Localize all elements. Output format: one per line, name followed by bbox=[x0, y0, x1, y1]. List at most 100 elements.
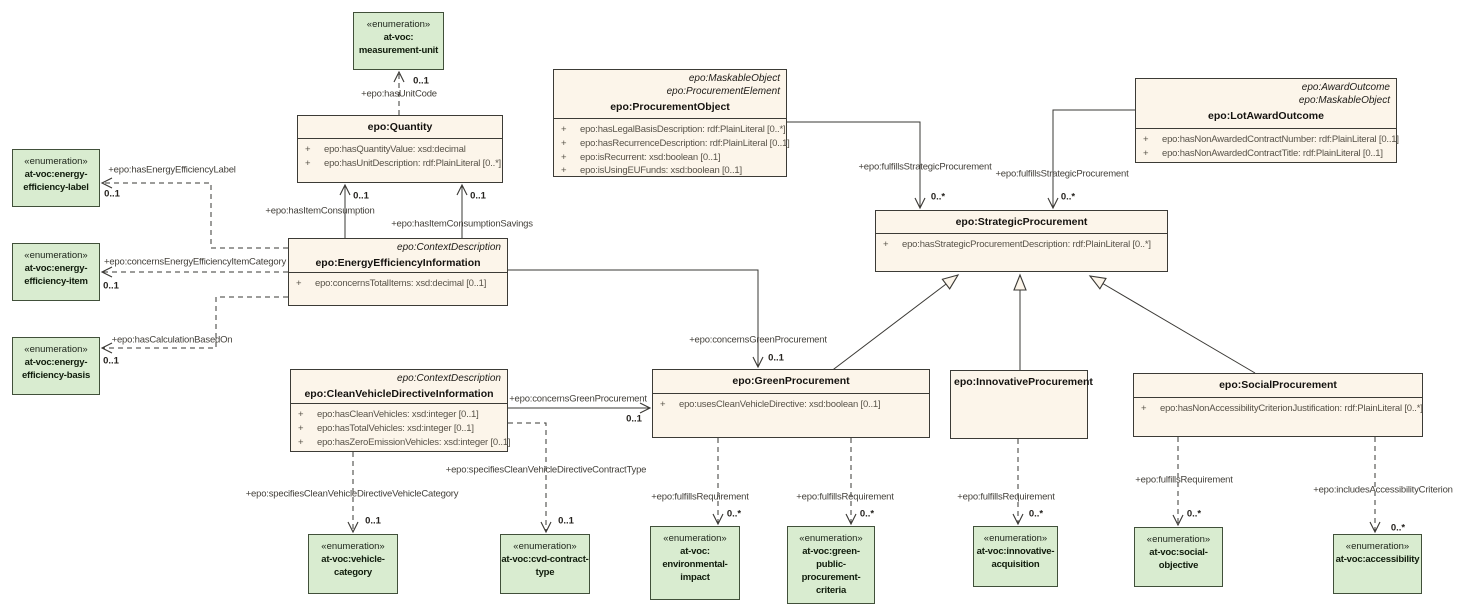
class-stereotype: epo:MaskableObject bbox=[1298, 95, 1390, 106]
multiplicity-label: 0..1 bbox=[103, 280, 119, 292]
enum-name-line: procurement- bbox=[801, 572, 861, 583]
class-attribute: + epo:usesCleanVehicleDirective: xsd:bool… bbox=[660, 398, 927, 412]
connector-generalization-green[interactable] bbox=[829, 274, 960, 373]
class-title: epo:ProcurementObject bbox=[610, 101, 730, 113]
attribute-text: epo:hasNonAwardedContractNumber: rdf:Pla… bbox=[1162, 134, 1399, 145]
visibility-public-marker: + bbox=[660, 399, 666, 410]
enum-energy-efficiency-label[interactable]: «enumeration»at-voc:energy-efficiency-la… bbox=[12, 149, 100, 207]
multiplicity-label: 0..1 bbox=[626, 413, 642, 425]
visibility-public-marker: + bbox=[561, 151, 567, 163]
enum-cvd-contract-type[interactable]: «enumeration» at-voc:cvd-contract-type bbox=[500, 534, 590, 594]
class-social-procurement[interactable]: epo:SocialProcurement+epo:hasNonAccessib… bbox=[1133, 373, 1423, 437]
enum-name-line: at-voc:social- bbox=[1149, 547, 1208, 558]
connector-fulfills-strategic-procurement-2[interactable] bbox=[1047, 109, 1135, 210]
enum-stereotype: «enumeration» bbox=[1345, 541, 1410, 552]
enum-green-public-procurement-criteria[interactable]: «enumeration»at-voc:green-public-procure… bbox=[787, 526, 875, 604]
class-stereotype: epo:ContextDescription bbox=[397, 373, 501, 384]
multiplicity-label: 0..* bbox=[1028, 508, 1044, 520]
enum-name-line: type bbox=[535, 567, 555, 578]
multiplicity-label: 0..1 bbox=[768, 352, 784, 364]
enum-measurement-unit[interactable]: «enumeration»at-voc:measurement-unit bbox=[353, 12, 444, 70]
multiplicity-label: 0..1 bbox=[470, 190, 486, 202]
multiplicity-label: 0..1 bbox=[365, 515, 381, 527]
class-strategic-procurement[interactable]: epo:StrategicProcurement + epo:hasStrategi… bbox=[875, 210, 1168, 272]
class-title: epo:StrategicProcurement bbox=[955, 216, 1088, 228]
connector-label: +epo:hasEnergyEfficiencyLabel bbox=[108, 164, 236, 176]
attribute-text: epo:hasLegalBasisDescription: rdf:PlainL… bbox=[580, 124, 786, 135]
attribute-text: epo:hasZeroEmissionVehicles: xsd:integer… bbox=[317, 436, 511, 448]
class-title: epo:GreenProcurement bbox=[732, 375, 850, 387]
enum-name-line: at-voc:cvd-contract- bbox=[501, 554, 589, 565]
enum-social-objective[interactable]: «enumeration»at-voc:social-objective bbox=[1134, 527, 1223, 587]
enum-energy-efficiency-item[interactable]: «enumeration»at-voc:energy-efficiency-it… bbox=[12, 243, 100, 301]
attribute-text: epo:usesCleanVehicleDirective: xsd:boole… bbox=[679, 399, 881, 410]
attribute-text: epo:hasNonAccessibilityCriterionJustific… bbox=[1160, 403, 1423, 414]
enum-name-line: at-voc: bbox=[383, 32, 414, 43]
enum-name-line: at-voc: bbox=[680, 546, 710, 557]
visibility-public-marker: + bbox=[298, 409, 304, 420]
enum-stereotype: «enumeration» bbox=[513, 541, 577, 552]
class-green-procurement[interactable]: epo:GreenProcurement + epo:usesCleanVehicl… bbox=[652, 369, 930, 438]
enum-innovative-acquisition[interactable]: «enumeration»at-voc:innovative-acquisiti… bbox=[973, 526, 1058, 587]
connector-generalization-social[interactable] bbox=[1088, 275, 1256, 374]
connector-label: +epo:fulfillsRequirement bbox=[1135, 474, 1233, 486]
attribute-text: epo:hasStrategicProcurementDescription: … bbox=[902, 239, 1151, 250]
visibility-public-marker: + bbox=[305, 157, 311, 169]
class-attribute: +epo:hasCleanVehicles: xsd:integer [0..1… bbox=[298, 408, 505, 422]
multiplicity-label: 0..* bbox=[1390, 522, 1406, 534]
class-stereotype: epo:ProcurementElement bbox=[666, 86, 780, 97]
enum-name-line: criteria bbox=[815, 585, 847, 596]
class-attribute: +epo:concernsTotalItems: xsd:decimal [0.… bbox=[296, 277, 505, 291]
multiplicity-label: 0..1 bbox=[413, 75, 429, 87]
class-attribute: +epo:hasRecurrenceDescription: rdf:Plain… bbox=[561, 137, 790, 151]
enum-accessibility[interactable]: «enumeration» at-voc:accessibility bbox=[1333, 534, 1422, 594]
attribute-text: epo:hasNonAwardedContractTitle: rdf:Plai… bbox=[1162, 147, 1383, 159]
connector-label: +epo:fulfillsRequirement bbox=[957, 491, 1055, 503]
enum-name-line: at-voc:accessibility bbox=[1335, 554, 1420, 565]
enum-name-line: at-voc:energy- bbox=[24, 357, 88, 368]
class-title: epo:Quantity bbox=[367, 121, 433, 133]
enum-energy-efficiency-basis[interactable]: «enumeration»at-voc:energy-efficiency-ba… bbox=[12, 337, 100, 395]
class-attribute: +epo:isUsingEUFunds: xsd:boolean [0..1] bbox=[561, 164, 784, 178]
connector-concerns-green-procurement-1[interactable] bbox=[508, 269, 764, 369]
multiplicity-label: 0..* bbox=[859, 508, 875, 520]
enum-name-line: category bbox=[333, 567, 372, 578]
enum-stereotype: «enumeration» bbox=[321, 541, 385, 552]
class-innovative-procurement[interactable]: epo:InnovativeProcurement bbox=[950, 370, 1093, 439]
visibility-public-marker: + bbox=[883, 239, 889, 250]
visibility-public-marker: + bbox=[1143, 134, 1149, 145]
class-quantity[interactable]: epo:Quantity +epo:hasQuantityValue: xsd:d… bbox=[297, 115, 503, 183]
multiplicity-label: 0..1 bbox=[103, 355, 119, 367]
class-attributes: +epo:hasCleanVehicles: xsd:integer [0..1… bbox=[291, 404, 511, 450]
enum-vehicle-category[interactable]: «enumeration»at-voc:vehicle-category bbox=[308, 534, 398, 594]
connector-specifies-cvd-contract-type[interactable] bbox=[508, 422, 552, 534]
connector-has-energy-efficiency-label[interactable] bbox=[100, 177, 288, 249]
class-attribute: +epo:hasQuantityValue: xsd:decimal bbox=[305, 143, 500, 157]
class-attribute: +epo:hasZeroEmissionVehicles: xsd:intege… bbox=[298, 436, 511, 450]
connector-fulfills-strategic-procurement-1[interactable] bbox=[787, 121, 926, 210]
enum-name-line: impact bbox=[680, 572, 710, 583]
class-attribute: +epo:isRecurrent: xsd:boolean [0..1] bbox=[561, 151, 784, 165]
enum-name-line: public- bbox=[816, 559, 846, 570]
connector-has-calculation-based-on[interactable] bbox=[100, 296, 288, 354]
class-attribute: +epo:hasTotalVehicles: xsd:integer [0..1… bbox=[298, 422, 505, 436]
enum-name-line: at-voc:green- bbox=[802, 546, 860, 557]
visibility-public-marker: + bbox=[1143, 147, 1149, 159]
enum-name-line: efficiency-label bbox=[23, 182, 89, 193]
enum-stereotype: «enumeration» bbox=[24, 156, 88, 167]
enum-environmental-impact[interactable]: «enumeration»at-voc:environmental-impact bbox=[650, 526, 740, 600]
connector-label: +epo:includesAccessibilityCriterion bbox=[1313, 484, 1453, 496]
enum-name-line: efficiency-item bbox=[24, 276, 88, 287]
visibility-public-marker: + bbox=[1141, 403, 1147, 414]
enum-name-line: acquisition bbox=[991, 559, 1040, 570]
class-attribute: +epo:hasUnitDescription: rdf:PlainLitera… bbox=[305, 157, 501, 171]
multiplicity-label: 0..* bbox=[930, 191, 946, 203]
enum-stereotype: «enumeration» bbox=[366, 19, 431, 30]
enum-name-line: environmental- bbox=[662, 559, 728, 570]
enum-stereotype: «enumeration» bbox=[1146, 534, 1211, 545]
